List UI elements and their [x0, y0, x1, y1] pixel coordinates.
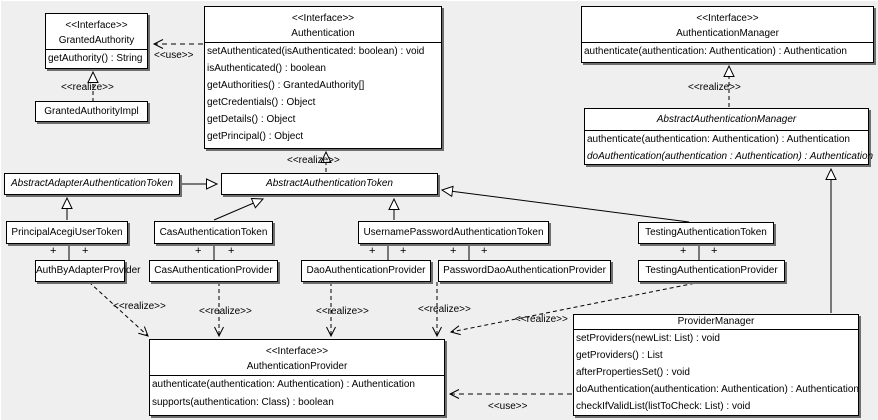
method: getCredentials() : Object [207, 97, 316, 108]
multiplicity-plus: + [400, 245, 407, 257]
class-grantedauthorityimpl[interactable]: GrantedAuthorityImpl [35, 101, 148, 122]
stereotype: <<Interface>> [265, 346, 329, 357]
method: getPrincipal() : Object [207, 131, 304, 142]
edge-label-realize: <<realize>> [113, 301, 166, 312]
class-usernamepasswordauthenticationtoken[interactable]: UsernamePasswordAuthenticationToken [358, 221, 549, 244]
class-name: AbstractAuthenticationToken [266, 178, 393, 189]
edge-label-realize: <<realize>> [515, 314, 568, 325]
method: doAuthentication(authentication: Authent… [576, 384, 859, 395]
method: getProviders() : List [576, 350, 663, 361]
edge-label-realize: <<realize>> [61, 82, 114, 93]
edge-label-realize: <<realize>> [316, 306, 369, 317]
class-name: GrantedAuthorityImpl [44, 106, 139, 117]
multiplicity-plus: + [228, 245, 235, 257]
edge-label-realize: <<realize>> [418, 304, 471, 315]
multiplicity-plus: + [82, 245, 89, 257]
stereotype: <<Interface>> [65, 20, 128, 31]
method: authenticate(authentication: Authenticat… [587, 134, 850, 145]
class-name: AuthenticationProvider [246, 361, 348, 372]
class-authenticationprovider[interactable]: <<Interface>> AuthenticationProvider aut… [149, 339, 445, 416]
class-casauthenticationprovider[interactable]: CasAuthenticationProvider [149, 260, 278, 282]
method: doAuthentication(authentication : Authen… [587, 151, 874, 162]
multiplicity-plus: + [450, 245, 457, 257]
class-daoauthenticationprovider[interactable]: DaoAuthenticationProvider [301, 260, 431, 282]
class-abstractadapterauthenticationtoken[interactable]: AbstractAdapterAuthenticationToken [4, 173, 180, 195]
edge-gen-casauthenticationtoken [213, 198, 265, 221]
method: checkIfValidList(listToCheck: List) : vo… [576, 401, 751, 412]
class-name: CasAuthenticationToken [159, 227, 268, 238]
class-name: UsernamePasswordAuthenticationToken [363, 227, 544, 238]
edge-label-use: <<use>> [154, 50, 194, 61]
edge-label-use: <<use>> [488, 401, 528, 412]
multiplicity-plus: + [711, 245, 718, 257]
class-passworddaoauthenticationprovider[interactable]: PasswordDaoAuthenticationProvider [438, 260, 611, 282]
class-testingauthenticationtoken[interactable]: TestingAuthenticationToken [638, 222, 774, 244]
edge-label-realize: <<realize>> [199, 306, 252, 317]
class-name: GrantedAuthority [58, 35, 135, 46]
class-name: Authentication [291, 28, 355, 39]
class-name: AuthenticationManager [676, 28, 779, 39]
class-authentication[interactable]: <<Interface>> Authentication setAuthenti… [204, 6, 442, 149]
method: afterPropertiesSet() : void [576, 367, 690, 378]
class-name: ProviderManager [677, 316, 755, 327]
class-abstractauthenticationmanager[interactable]: AbstractAuthenticationManager authentica… [584, 108, 874, 165]
class-name: DaoAuthenticationProvider [306, 265, 426, 276]
edge-gen-testingauthenticationtoken [440, 185, 690, 223]
class-principalacegiusertoken[interactable]: PrincipalAcegiUserToken [6, 221, 128, 244]
method: supports(authentication: Class) : boolea… [152, 397, 334, 408]
class-providermanager[interactable]: ProviderManager setProviders(newList: Li… [573, 314, 859, 416]
multiplicity-plus: + [481, 245, 488, 257]
method: getDetails() : Object [207, 114, 296, 125]
class-name: TestingAuthenticationProvider [645, 265, 778, 276]
edge-label-realize: <<realize>> [287, 155, 340, 166]
multiplicity-plus: + [680, 245, 687, 257]
method: setProviders(newList: List) : void [576, 333, 720, 344]
class-abstractauthenticationtoken[interactable]: AbstractAuthenticationToken [221, 173, 438, 195]
class-authenticationmanager[interactable]: <<Interface>> AuthenticationManager auth… [581, 6, 874, 63]
edge-realize-testingauthenticationprovider [449, 281, 702, 336]
multiplicity-plus: + [50, 245, 57, 257]
stereotype: <<Interface>> [696, 13, 759, 24]
class-name: PasswordDaoAuthenticationProvider [443, 265, 606, 276]
class-grantedauthority[interactable]: <<Interface>> GrantedAuthority getAuthor… [45, 13, 148, 69]
class-name: TestingAuthenticationToken [645, 227, 767, 238]
method: setAuthenticated(isAuthenticated: boolea… [207, 46, 425, 57]
method: isAuthenticated() : boolean [207, 63, 326, 74]
class-name: PrincipalAcegiUserToken [11, 227, 123, 238]
method: authenticate(authentication: Authenticat… [152, 379, 415, 390]
method: getAuthority() : String [48, 53, 143, 64]
multiplicity-plus: + [369, 245, 376, 257]
edge-label-realize: <<realize>> [688, 82, 741, 93]
class-testingauthenticationprovider[interactable]: TestingAuthenticationProvider [638, 260, 785, 282]
multiplicity-plus: + [195, 245, 202, 257]
stereotype: <<Interface>> [291, 13, 355, 24]
class-name: AbstractAuthenticationManager [656, 114, 797, 125]
method: getAuthorities() : GrantedAuthority[] [207, 80, 365, 91]
method: authenticate(authentication: Authenticat… [584, 46, 847, 57]
class-casauthenticationtoken[interactable]: CasAuthenticationToken [154, 221, 273, 244]
edge-realize-authbyadapterprovider [88, 281, 149, 337]
class-name: AbstractAdapterAuthenticationToken [11, 178, 173, 189]
class-name: CasAuthenticationProvider [154, 265, 273, 276]
class-authbyadapterprovider[interactable]: AuthByAdapterProvider [35, 260, 141, 282]
class-name: AuthByAdapterProvider [36, 265, 141, 276]
